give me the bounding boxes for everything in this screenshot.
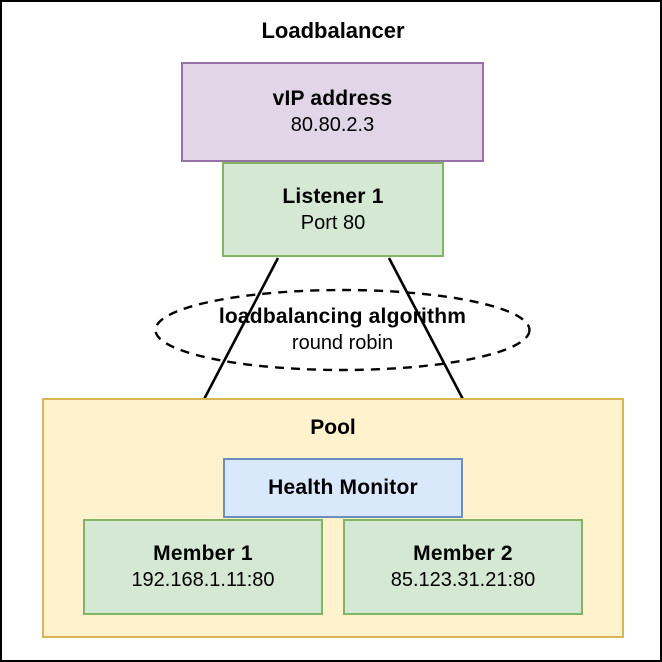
loadbalancing-algorithm-title: loadbalancing algorithm <box>218 305 467 328</box>
member-1-title: Member 1 <box>153 542 253 565</box>
vip-address-title: vIP address <box>272 87 393 110</box>
health-monitor-node: Health Monitor <box>223 458 463 518</box>
member-2-title: Member 2 <box>413 542 513 565</box>
vip-address-node: vIP address 80.80.2.3 <box>181 62 484 162</box>
health-monitor-title: Health Monitor <box>268 476 418 499</box>
member-2-endpoint: 85.123.31.21:80 <box>390 569 536 591</box>
listener-port: Port 80 <box>300 211 366 234</box>
member-2-node: Member 2 85.123.31.21:80 <box>343 519 583 615</box>
loadbalancing-algorithm-node: loadbalancing algorithm round robin <box>155 290 530 370</box>
pool-title: Pool <box>310 416 356 439</box>
member-1-endpoint: 192.168.1.11:80 <box>131 569 275 591</box>
listener-node: Listener 1 Port 80 <box>222 162 444 257</box>
loadbalancing-algorithm-value: round robin <box>291 332 394 354</box>
vip-address-value: 80.80.2.3 <box>290 114 375 136</box>
diagram-title: Loadbalancer <box>261 18 405 43</box>
listener-title: Listener 1 <box>282 184 384 208</box>
member-1-node: Member 1 192.168.1.11:80 <box>83 519 323 615</box>
